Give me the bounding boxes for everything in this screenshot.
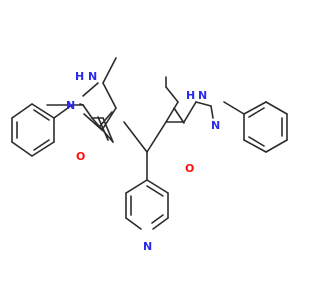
- right-n-label: N: [211, 119, 220, 132]
- right-pyrazolone-bonds: [165, 76, 214, 124]
- left-pyrazolone-bonds: [82, 57, 117, 131]
- pyridine-ring: [125, 179, 169, 230]
- central-methine-links: [123, 121, 167, 181]
- left-phenyl-ring: [11, 103, 73, 157]
- left-n-label: N: [66, 99, 75, 112]
- left-h-label: H: [75, 70, 84, 83]
- pyridine-n-label: N: [143, 240, 152, 253]
- right-o-label: O: [185, 162, 194, 175]
- right-phenyl-ring: [223, 101, 288, 153]
- right-nh-label: N: [198, 89, 207, 102]
- atom-labels: N H N O N H N O N: [66, 70, 220, 253]
- canvas-background: [0, 0, 300, 300]
- right-h-label: H: [186, 89, 195, 102]
- molecule-structure: N H N O N H N O N: [0, 0, 300, 300]
- left-o-label: O: [76, 150, 85, 163]
- left-nh-label: N: [88, 70, 97, 83]
